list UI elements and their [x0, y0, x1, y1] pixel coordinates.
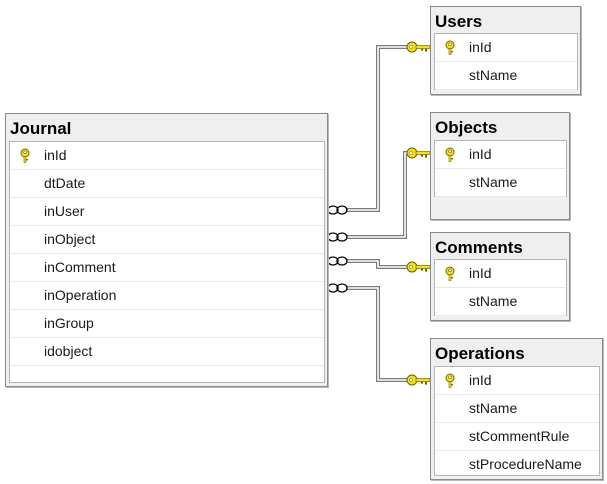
column-name: inId: [469, 265, 492, 281]
key-icon: [19, 148, 31, 164]
column-row-stName[interactable]: stName: [435, 395, 599, 423]
column-row-inId[interactable]: inId: [435, 34, 577, 62]
column-row-inOperation[interactable]: inOperation: [10, 282, 324, 310]
key-icon: [444, 266, 456, 282]
key-icon: [444, 373, 456, 389]
column-name: inId: [44, 147, 67, 163]
key-icon: [444, 40, 456, 56]
column-row-dtDate[interactable]: dtDate: [10, 170, 324, 198]
table-comments[interactable]: Comments inId stName: [430, 232, 570, 321]
column-name: inObject: [44, 231, 96, 247]
column-row-inId[interactable]: inId: [10, 142, 324, 170]
table-columns: inId stName: [434, 33, 578, 90]
column-row-inGroup[interactable]: inGroup: [10, 310, 324, 338]
table-columns: inId dtDate inUser inObject inComment in…: [9, 141, 325, 383]
table-title: Journal: [10, 119, 72, 138]
column-row-inObject[interactable]: inObject: [10, 226, 324, 254]
relationship-operations[interactable]: [326, 283, 431, 386]
column-name: stCommentRule: [469, 428, 570, 444]
infinity-icon: [327, 283, 348, 293]
column-row-inComment[interactable]: inComment: [10, 254, 324, 282]
infinity-icon: [327, 232, 348, 242]
table-title: Users: [435, 12, 483, 31]
table-title: Operations: [435, 344, 525, 363]
relationship-objects[interactable]: [326, 147, 431, 242]
table-columns: inId stName: [434, 140, 567, 197]
key-icon: [406, 261, 431, 273]
column-name: stName: [469, 293, 518, 309]
column-name: stName: [469, 174, 518, 190]
column-row-stCommentRule[interactable]: stCommentRule: [435, 423, 599, 451]
relationship-comments[interactable]: [326, 256, 431, 273]
table-columns: inId stName stCommentRule stProcedureNam…: [434, 366, 600, 476]
infinity-icon: [327, 205, 348, 215]
column-name: dtDate: [44, 175, 86, 191]
table-columns: inId stName: [434, 259, 567, 316]
column-name: stName: [469, 400, 518, 416]
column-row-inId[interactable]: inId: [435, 367, 599, 395]
table-title: Objects: [435, 118, 498, 137]
column-name: inId: [469, 372, 492, 388]
table-title: Comments: [435, 238, 523, 257]
column-row-idobject[interactable]: idobject: [10, 338, 324, 366]
key-icon: [406, 41, 431, 53]
table-objects[interactable]: Objects inId stName: [430, 112, 570, 220]
infinity-icon: [327, 256, 348, 266]
column-row-inUser[interactable]: inUser: [10, 198, 324, 226]
column-row-stName[interactable]: stName: [435, 169, 566, 197]
column-row-inId[interactable]: inId: [435, 141, 566, 169]
relationship-users[interactable]: [326, 41, 431, 215]
column-name: inOperation: [44, 287, 117, 303]
column-name: inGroup: [44, 315, 94, 331]
table-operations[interactable]: Operations inId stName stCommentRule stP…: [430, 338, 603, 480]
column-row-inId[interactable]: inId: [435, 260, 566, 288]
table-users[interactable]: Users inId stName: [430, 6, 581, 95]
column-row-stProcedureName[interactable]: stProcedureName: [435, 451, 599, 478]
column-row-stName[interactable]: stName: [435, 62, 577, 90]
key-icon: [406, 147, 431, 159]
table-journal[interactable]: Journal inId dtDate inUser inObject inCo…: [5, 113, 328, 387]
key-icon: [406, 374, 431, 386]
column-row-stName[interactable]: stName: [435, 288, 566, 316]
column-name: stProcedureName: [469, 456, 582, 472]
key-icon: [444, 147, 456, 163]
column-name: inId: [469, 146, 492, 162]
column-name: inId: [469, 39, 492, 55]
column-name: stName: [469, 67, 518, 83]
column-name: idobject: [44, 343, 93, 359]
column-name: inUser: [44, 203, 85, 219]
column-name: inComment: [44, 259, 116, 275]
